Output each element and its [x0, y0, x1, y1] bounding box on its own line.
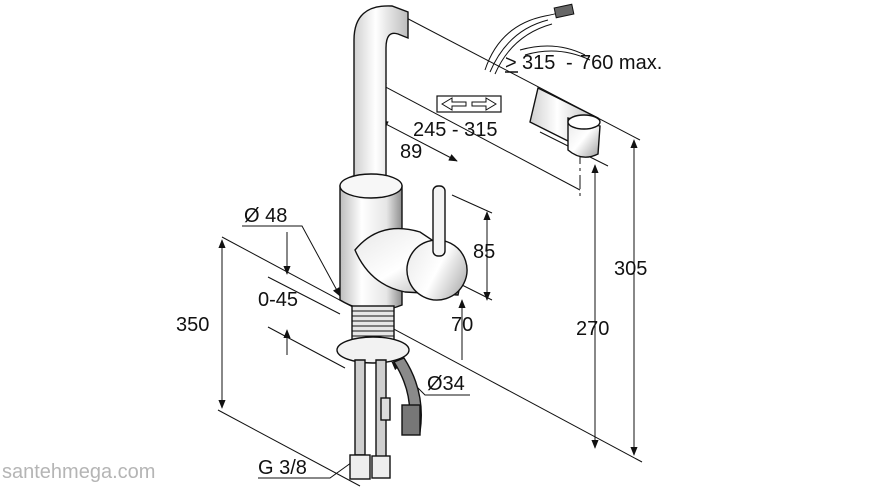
label-hole-diameter: Ø34	[427, 373, 465, 395]
hose-loop-sketch	[484, 3, 591, 75]
telescopic-symbol	[436, 95, 502, 113]
label-spout-offset: 89	[400, 141, 422, 163]
mounting-washer	[336, 336, 410, 364]
lever-ext-top	[451, 194, 493, 214]
label-reach-max: 760 max.	[580, 52, 662, 74]
hose-connector-right	[371, 455, 391, 479]
label-outlet-height: 270	[576, 318, 609, 340]
label-base-height: 70	[451, 314, 473, 336]
clearance-ext-1	[267, 276, 341, 315]
label-reach-min: 315	[522, 52, 555, 74]
check-valve	[380, 397, 391, 421]
label-total-height: 350	[176, 314, 209, 336]
lever-handle	[432, 185, 446, 257]
label-diameter-body: Ø 48	[244, 205, 287, 227]
label-spout-height: 305	[614, 258, 647, 280]
countertop-line	[221, 236, 643, 463]
hose-connector-left	[349, 454, 371, 480]
label-clearance: 0-45	[258, 289, 298, 311]
hose-weight	[401, 404, 421, 436]
spout-neck	[353, 5, 409, 181]
spray-head-top	[567, 114, 601, 130]
dim-line-89	[379, 120, 458, 162]
reach-ge-symbol: >	[505, 52, 517, 74]
cartridge-cap	[406, 239, 468, 301]
leader-diameter-48	[242, 225, 341, 297]
label-lever-height: 85	[473, 241, 495, 263]
supply-hose-left	[354, 359, 366, 456]
clearance-ext-2	[267, 326, 346, 369]
label-spout-range: 245 - 315	[413, 119, 498, 141]
dim-line-245-315	[377, 82, 581, 191]
watermark: santehmega.com	[2, 461, 155, 483]
label-reach-sep: -	[566, 52, 573, 74]
leader-thread	[258, 459, 356, 479]
body-top-ring	[339, 173, 403, 199]
lever-ext-bottom	[461, 284, 493, 301]
label-thread: G 3/8	[258, 457, 307, 479]
